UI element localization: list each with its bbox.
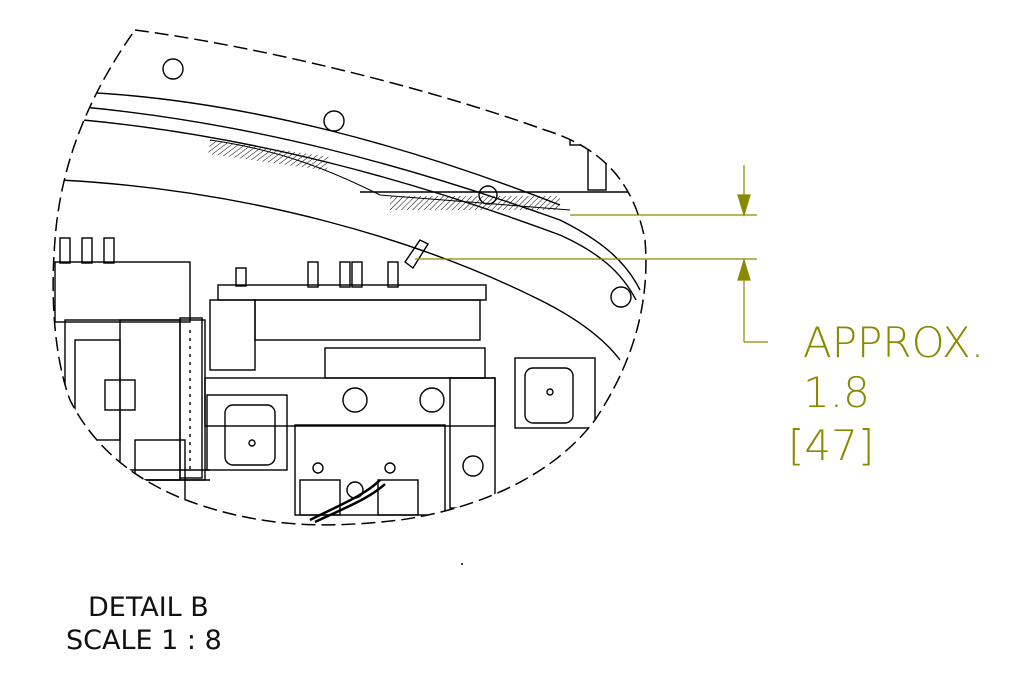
dimension-mm-value: [47] [788, 421, 875, 470]
detail-title: DETAIL B [88, 592, 209, 623]
dimension-inch-value: 1.8 [803, 368, 870, 417]
detail-content [54, 58, 641, 524]
dimension-approx-label: APPROX. [803, 318, 985, 367]
detail-scale: SCALE 1 : 8 [66, 625, 222, 656]
dimension-callout [415, 165, 768, 343]
stray-mark [461, 563, 463, 565]
